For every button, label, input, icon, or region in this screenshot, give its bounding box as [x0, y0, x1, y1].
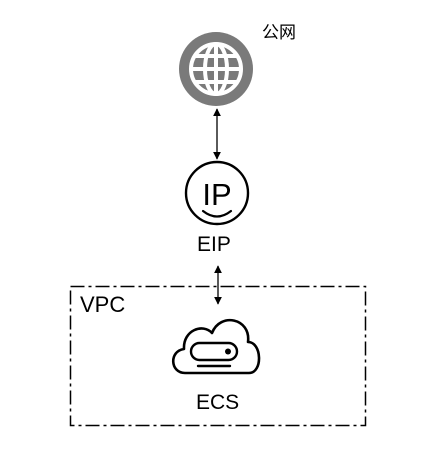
globe-icon — [179, 32, 253, 106]
vpc-label: VPC — [80, 292, 126, 317]
eip-icon: IP — [184, 160, 250, 226]
eip-icon-text: IP — [202, 177, 231, 212]
eip-label: EIP — [197, 233, 231, 256]
ecs-label: ECS — [196, 391, 240, 414]
vpc-boundary — [69, 285, 367, 427]
cloud-server-icon — [171, 318, 261, 375]
internet-label: 公网 — [262, 23, 296, 43]
